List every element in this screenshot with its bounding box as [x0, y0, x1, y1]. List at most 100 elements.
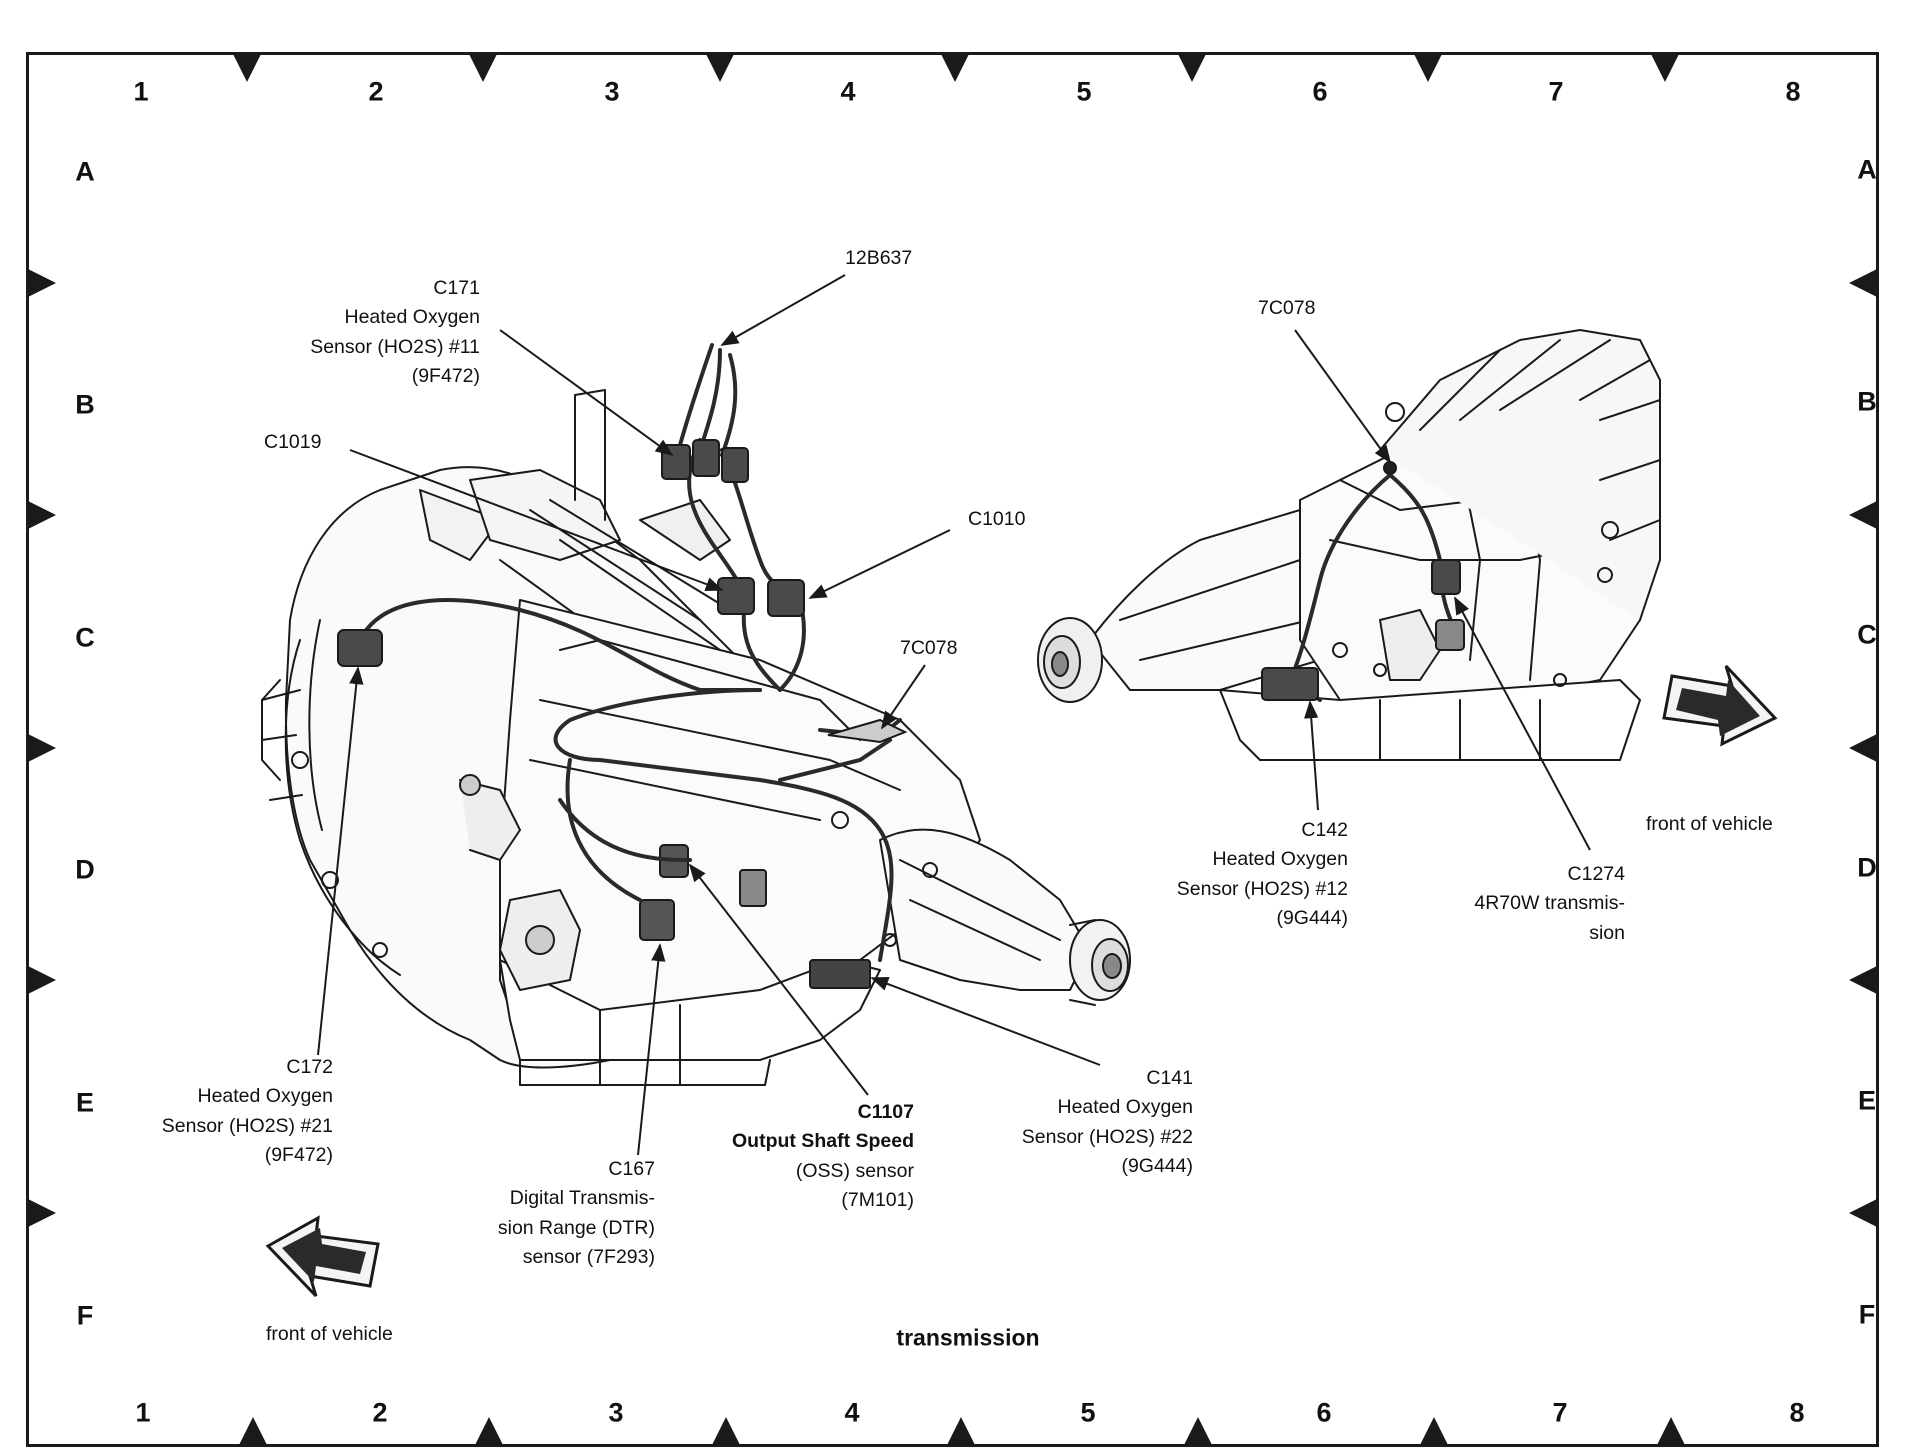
- col-label-3-top: 3: [604, 76, 620, 107]
- row-label-f-left: F: [76, 1300, 94, 1331]
- top-marker-7: [1650, 52, 1680, 82]
- callout-7c078-left-line-1: 7C078: [900, 637, 958, 659]
- rear-connectors: [1261, 461, 1465, 701]
- callout-c142: C142 Heated Oxygen Sensor (HO2S) #12 (9G…: [1177, 816, 1348, 933]
- left-marker-2: [26, 500, 56, 530]
- col-label-1-top: 1: [133, 76, 149, 107]
- callout-c171-line-2: Heated Oxygen: [344, 306, 480, 329]
- front-of-vehicle-right-label: front of vehicle: [1646, 813, 1773, 835]
- col-label-2-bottom: 2: [372, 1397, 388, 1428]
- callout-c172-line-3: Sensor (HO2S) #21: [161, 1114, 333, 1137]
- callout-c1107-line-3: (OSS) sensor: [795, 1159, 914, 1182]
- col-label-6-top: 6: [1312, 76, 1328, 107]
- col-label-7-top: 7: [1548, 76, 1564, 107]
- callout-c1010: C1010: [968, 505, 1025, 534]
- left-marker-3: [26, 733, 56, 763]
- callout-c141-line-2: Heated Oxygen: [1057, 1096, 1193, 1119]
- row-label-b-left: B: [75, 389, 95, 420]
- bottom-marker-3: [711, 1417, 741, 1447]
- callout-c1107-line-1: C1107: [857, 1101, 914, 1123]
- c1019-connector: [717, 577, 755, 615]
- c1274-connector: [1431, 559, 1461, 595]
- callout-7c078-right-line-1: 7C078: [1258, 297, 1316, 319]
- c1010-connector: [767, 579, 805, 617]
- callout-c1274-line-1: C1274: [1567, 863, 1625, 885]
- top-marker-5: [1177, 52, 1207, 82]
- top-marker-3: [705, 52, 735, 82]
- callout-c171: C171 Heated Oxygen Sensor (HO2S) #11 (9F…: [310, 274, 480, 391]
- col-label-8-top: 8: [1785, 76, 1801, 107]
- bottom-marker-1: [238, 1417, 268, 1447]
- callout-c142-line-4: (9G444): [1276, 906, 1348, 929]
- top-marker-2: [468, 52, 498, 82]
- callout-c167-line-4: sensor (7F293): [522, 1245, 655, 1268]
- callout-c142-line-3: Sensor (HO2S) #12: [1176, 877, 1348, 900]
- callout-c172-line-4: (9F472): [264, 1143, 333, 1166]
- bottom-marker-5: [1183, 1417, 1213, 1447]
- leader-c1274: [1454, 596, 1591, 851]
- main-transmission-drawing: [261, 389, 1131, 1086]
- front-arrow-right: [1662, 664, 1778, 747]
- c167-connector: [639, 899, 675, 941]
- bellhousing-flange: [284, 639, 401, 976]
- callout-c171-line-3: Sensor (HO2S) #11: [310, 335, 480, 358]
- border-markers: [26, 52, 1879, 1447]
- right-marker-5: [1849, 1198, 1879, 1228]
- diagram-title: transmission: [896, 1324, 1040, 1351]
- callout-c141-line-4: (9G444): [1121, 1154, 1193, 1177]
- rear-bellhousing: [1379, 329, 1661, 621]
- leader-c172: [317, 666, 364, 1056]
- callout-c142-line-1: C142: [1301, 819, 1348, 841]
- bottom-marker-6: [1419, 1417, 1449, 1447]
- callout-c1019: C1019: [264, 428, 321, 457]
- callout-12b637-line-1: 12B637: [845, 247, 913, 269]
- leader-lines: [317, 274, 1591, 1156]
- callout-c167-line-2: Digital Transmis-: [509, 1187, 655, 1210]
- left-marker-4: [26, 965, 56, 995]
- leader-c171: [499, 329, 674, 457]
- leader-c141: [870, 977, 1101, 1066]
- callout-c141-line-1: C141: [1146, 1067, 1193, 1089]
- callout-c1274-line-2: 4R70W transmis-: [1474, 892, 1625, 915]
- extension-housing: [879, 828, 1091, 991]
- callout-c142-line-2: Heated Oxygen: [1212, 848, 1348, 871]
- leader-c1107: [688, 863, 869, 1096]
- right-marker-4: [1849, 965, 1879, 995]
- col-label-8-bottom: 8: [1789, 1397, 1805, 1428]
- left-marker-1: [26, 268, 56, 298]
- col-label-6-bottom: 6: [1316, 1397, 1332, 1428]
- callout-c1107-line-4: (7M101): [841, 1188, 914, 1211]
- front-arrow-left: [265, 1215, 380, 1298]
- rear-transmission-drawing: [1037, 329, 1661, 761]
- row-label-d-right: D: [1857, 852, 1877, 883]
- col-label-1-bottom: 1: [135, 1397, 151, 1428]
- callout-c1274: C1274 4R70W transmis- sion: [1474, 860, 1625, 948]
- callout-7c078-right: 7C078: [1258, 294, 1315, 323]
- callout-c141-line-3: Sensor (HO2S) #22: [1021, 1125, 1193, 1148]
- row-label-f-right: F: [1858, 1299, 1876, 1330]
- col-label-5-bottom: 5: [1080, 1397, 1096, 1428]
- callout-c1019-line-1: C1019: [264, 431, 322, 453]
- left-marker-5: [26, 1198, 56, 1228]
- leader-7c078-right: [1294, 329, 1392, 464]
- right-marker-2: [1849, 500, 1879, 530]
- leader-c1010: [808, 529, 951, 599]
- row-label-d-left: D: [75, 854, 95, 885]
- callout-c167: C167 Digital Transmis- sion Range (DTR) …: [498, 1155, 655, 1272]
- col-label-4-top: 4: [840, 76, 856, 107]
- col-label-4-bottom: 4: [844, 1397, 860, 1428]
- col-label-3-bottom: 3: [608, 1397, 624, 1428]
- oil-pan: [499, 959, 881, 1061]
- col-label-7-bottom: 7: [1552, 1397, 1568, 1428]
- row-label-e-right: E: [1857, 1085, 1877, 1116]
- row-label-b-right: B: [1857, 386, 1877, 417]
- callout-c1010-line-1: C1010: [968, 508, 1026, 530]
- row-label-a-right: A: [1857, 154, 1877, 185]
- callout-c171-line-4: (9F472): [411, 364, 480, 387]
- top-marker-1: [232, 52, 262, 82]
- right-marker-1: [1849, 268, 1879, 298]
- callout-c141: C141 Heated Oxygen Sensor (HO2S) #22 (9G…: [1022, 1064, 1193, 1181]
- row-label-c-right: C: [1857, 619, 1877, 650]
